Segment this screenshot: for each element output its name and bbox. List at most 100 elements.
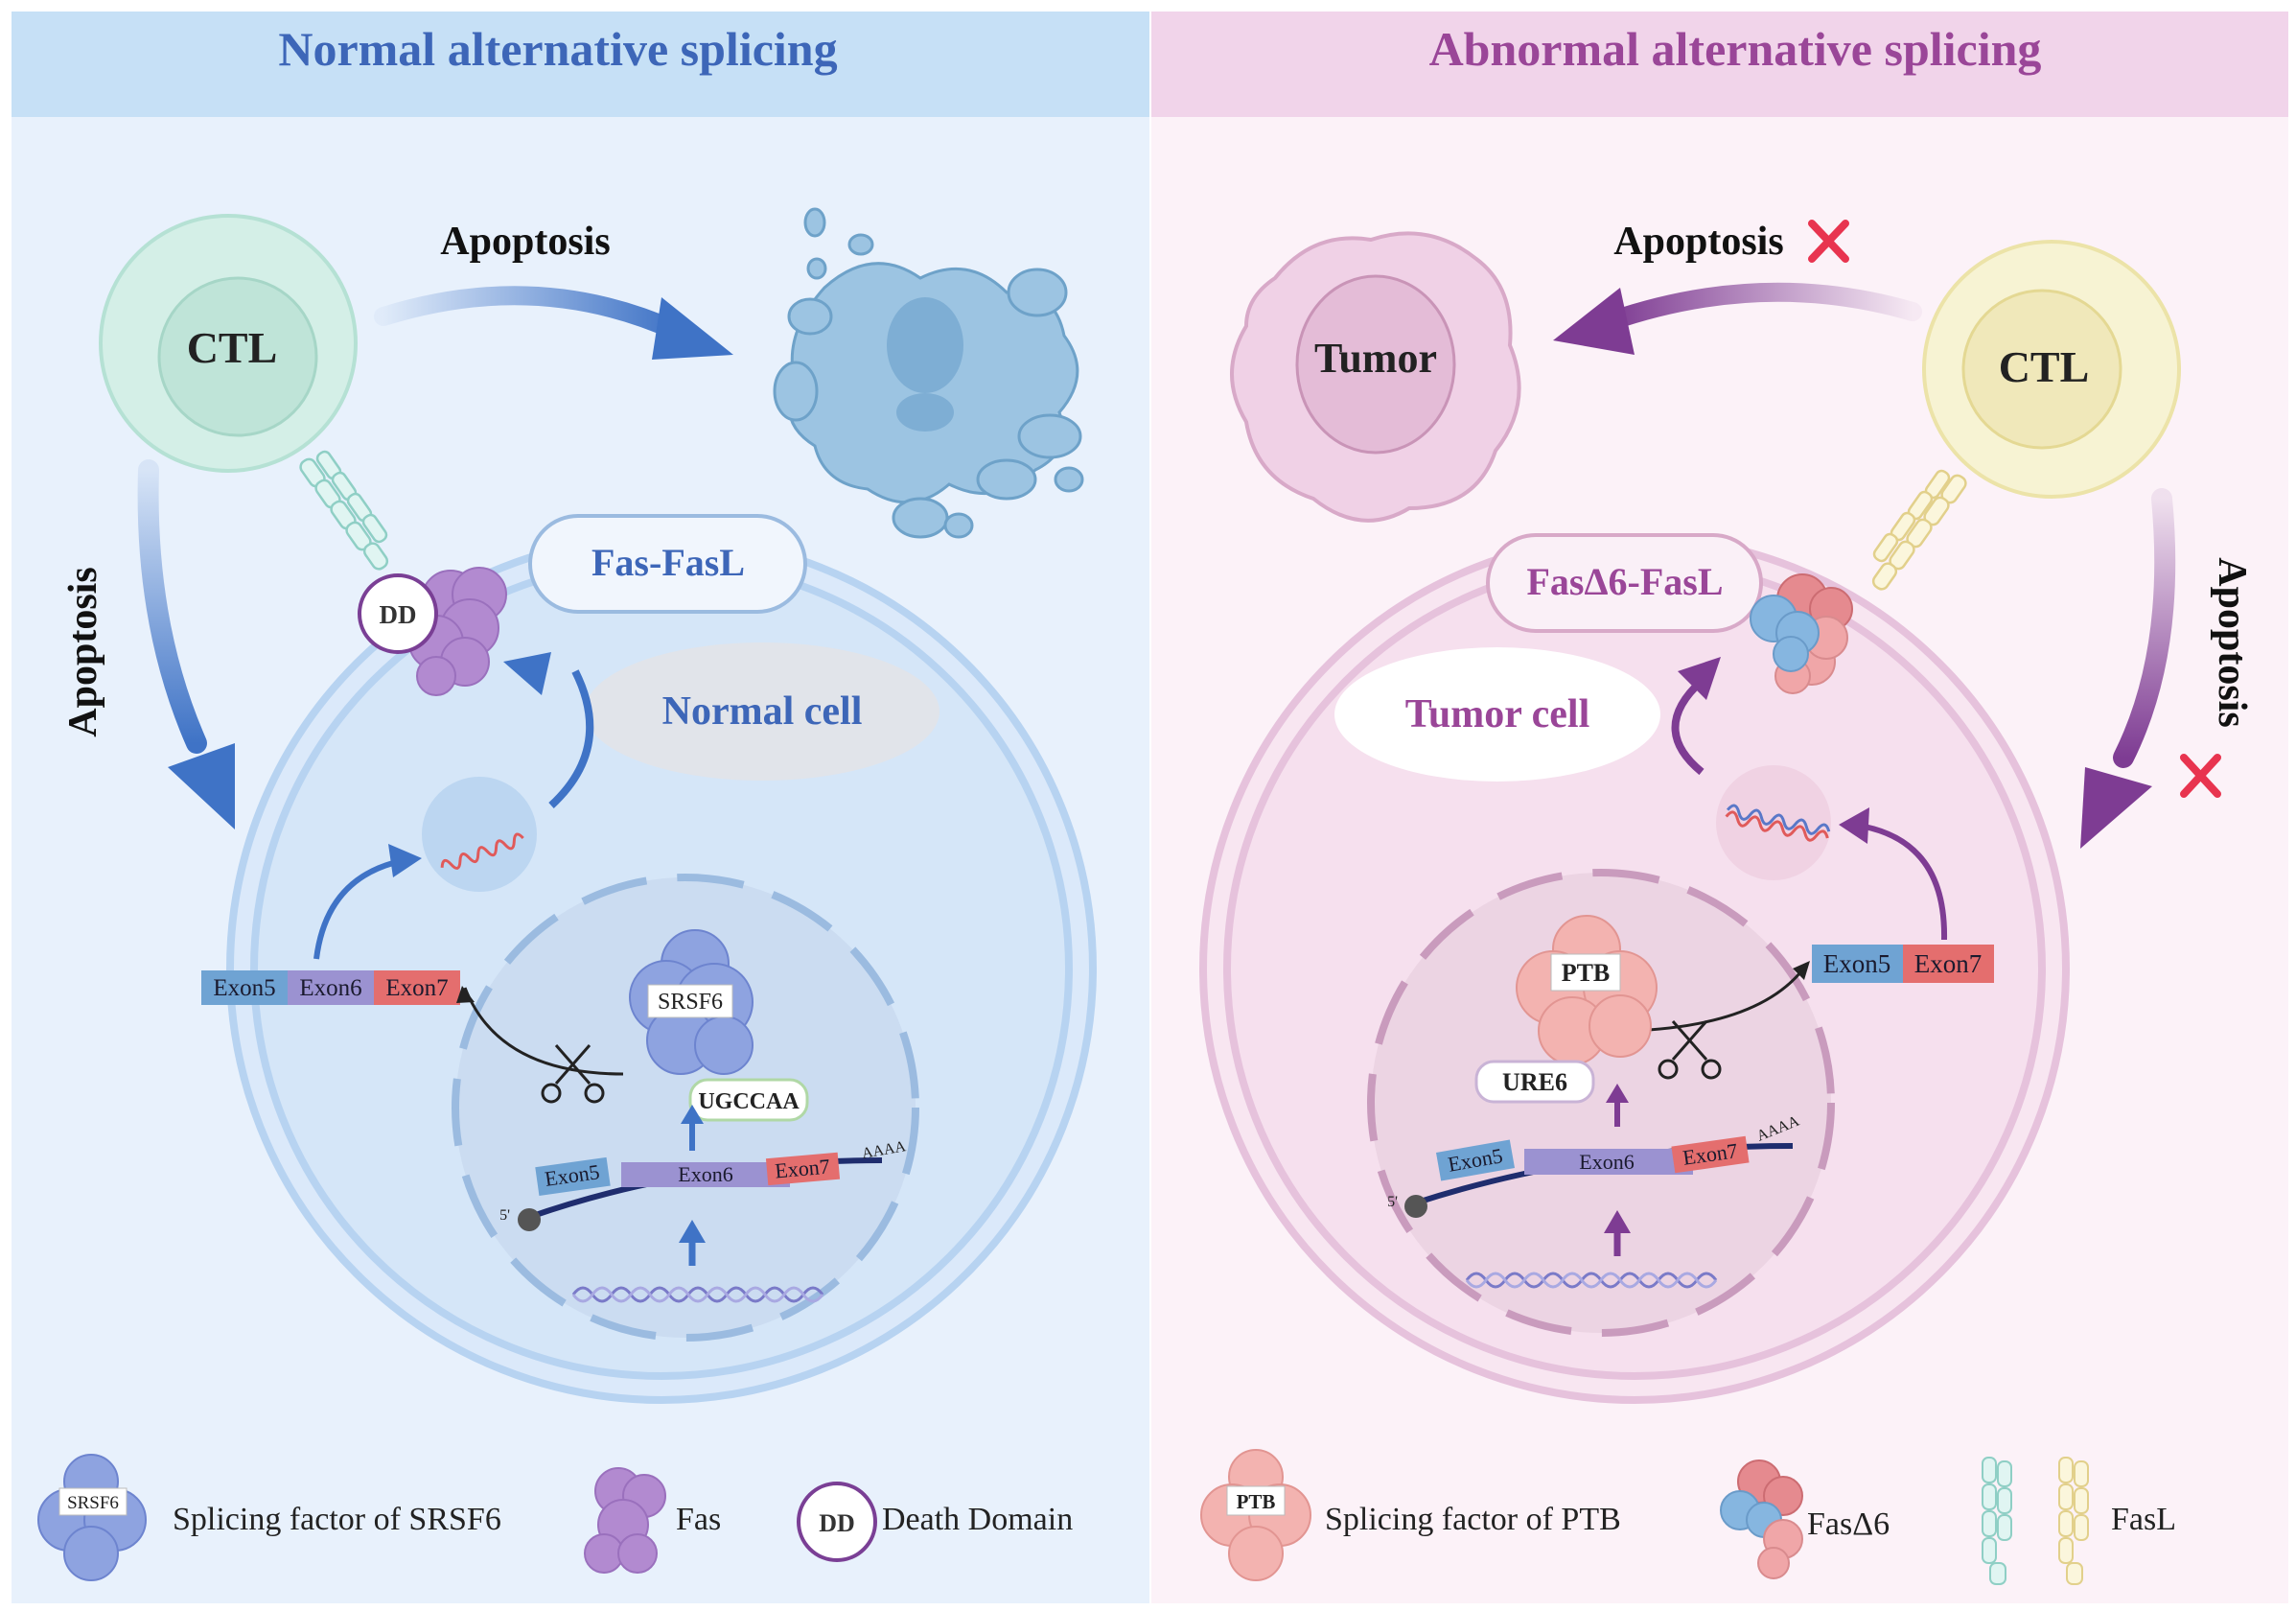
legend-fasd6-text: FasΔ6 — [1807, 1506, 1890, 1542]
tumor-label: Tumor — [1314, 335, 1437, 382]
right-fasd6-receptor — [1750, 573, 1853, 694]
left-complex-box — [528, 514, 807, 614]
left-apoptosis-side-label: Apoptosis — [61, 567, 105, 736]
right-ptb-label: PTB — [1562, 959, 1611, 987]
right-five-prime-cap — [1404, 1195, 1427, 1218]
legend-fasl-teal-icon — [1982, 1457, 2012, 1585]
right-five-prime-label: 5' — [1387, 1194, 1398, 1210]
right-apoptosis-top-arrow — [1601, 282, 1922, 331]
right-transcription-arrowhead — [1604, 1210, 1631, 1233]
right-splice-arrowhead — [1793, 961, 1810, 980]
right-ctl-label: CTL — [1999, 342, 2090, 391]
left-mrna-squiggle — [440, 832, 524, 870]
apoptotic-cell — [773, 207, 1084, 539]
left-gene-exon7: Exon7 — [774, 1155, 830, 1183]
right-mrna-squiggle-2 — [1725, 810, 1829, 842]
right-ptb-tag — [1550, 953, 1621, 992]
left-apoptosis-side-arrow — [137, 459, 207, 754]
right-motif-box — [1474, 1060, 1595, 1104]
left-mrna-exon6: Exon6 — [299, 975, 361, 1001]
legend-fasd6-icon — [1720, 1459, 1803, 1579]
right-apoptosis-side-arrowhead — [2080, 767, 2152, 849]
left-export-arrow — [313, 860, 394, 960]
left-motif-label: UGCCAA — [698, 1089, 800, 1114]
normal-cell-label-bg — [585, 642, 939, 781]
left-gene-exons: Exon5 Exon6 Exon7 — [535, 1152, 841, 1197]
left-export-arrowhead — [388, 844, 422, 877]
legend-fasl-yellow-icon — [2058, 1457, 2089, 1585]
right-export-arrowhead — [1839, 807, 1869, 844]
left-dna-helix — [571, 1286, 824, 1303]
right-apoptosis-side-arrow — [2113, 488, 2176, 768]
left-translation-arrowhead — [503, 652, 551, 695]
legend-srsf6-icon-label: SRSF6 — [67, 1493, 119, 1513]
legend-dd-icon — [797, 1482, 877, 1562]
right-mrna-squiggle — [1726, 804, 1831, 835]
left-ctl-cell: CTL — [99, 214, 358, 473]
left-panel-header — [12, 12, 1149, 117]
left-splice-arrowhead — [456, 986, 475, 1003]
legend-fas-text: Fas — [676, 1502, 721, 1537]
right-translation-arrow — [1671, 678, 1705, 776]
right-dna-helix-strand2 — [1465, 1272, 1718, 1289]
left-srsf6-label: SRSF6 — [658, 990, 723, 1015]
left-apoptosis-top-arrow — [374, 286, 685, 340]
left-ctl-label: CTL — [187, 323, 278, 372]
left-motif-box — [688, 1078, 809, 1122]
left-splice-curve — [463, 987, 624, 1076]
left-five-prime-cap — [518, 1208, 541, 1231]
right-ctl-cell: CTL — [1922, 240, 2181, 499]
normal-cell-nucleus — [452, 874, 919, 1342]
left-mrna-exon5: Exon5 — [213, 975, 275, 1001]
tumor-cell-label-bg — [1334, 647, 1660, 782]
right-panel-title: Abnormal alternative splicing — [1429, 22, 2042, 76]
right-complex-box — [1486, 533, 1763, 633]
legend-ptb-text: Splicing factor of PTB — [1325, 1502, 1621, 1537]
legend-dd-icon-label: DD — [819, 1509, 855, 1537]
left-five-prime-label: 5' — [499, 1207, 510, 1224]
legend-srsf6-tag — [58, 1487, 128, 1516]
right-gene-exon6: Exon6 — [1579, 1150, 1634, 1174]
right-dna-helix — [1465, 1272, 1718, 1289]
left-scissors-icon — [541, 1044, 605, 1104]
right-scissors-icon — [1658, 1020, 1722, 1080]
left-srsf6-tag — [647, 984, 733, 1018]
right-gene-exons: Exon5 Exon6 Exon7 — [1435, 1135, 1750, 1181]
left-transcription-arrowhead — [679, 1220, 706, 1243]
legend-ptb-tag — [1226, 1485, 1286, 1516]
right-panel-header — [1151, 12, 2288, 117]
right-fasl-ligand — [1871, 469, 1967, 591]
right-mrna-exon7: Exon7 — [1914, 949, 1983, 978]
legend-fasl-text: FasL — [2111, 1502, 2176, 1537]
left-splicing-up-arrowhead — [681, 1105, 704, 1124]
left-dna-helix-strand2 — [571, 1286, 824, 1303]
right-apoptosis-top-label: Apoptosis — [1613, 220, 1783, 264]
left-fasl-ligand — [299, 450, 389, 571]
legend-ptb-icon-label: PTB — [1237, 1490, 1276, 1513]
left-panel-title: Normal alternative splicing — [278, 22, 837, 76]
red-x-icon-top — [1808, 220, 1849, 263]
legend-srsf6-text: Splicing factor of SRSF6 — [173, 1502, 501, 1537]
left-mrna-exons: Exon5 Exon6 Exon7 — [201, 970, 460, 1005]
red-x-icon-side — [2180, 754, 2221, 798]
normal-cell-label: Normal cell — [662, 689, 863, 734]
left-gene-exon6: Exon6 — [678, 1162, 732, 1186]
right-apoptosis-top-arrowhead — [1553, 288, 1635, 355]
tumor-cell-nucleus — [1367, 869, 1835, 1337]
right-apoptosis-side-label: Apoptosis — [2210, 557, 2254, 727]
legend-dd-text: Death Domain — [882, 1502, 1073, 1537]
left-apoptosis-top-label: Apoptosis — [440, 220, 610, 264]
tumor-cell: Tumor — [1230, 231, 1521, 523]
right-splicing-up-arrowhead — [1606, 1084, 1629, 1103]
left-dd-badge — [358, 573, 438, 654]
tumor-cell-label: Tumor cell — [1405, 692, 1590, 736]
left-apoptosis-side-arrowhead — [168, 743, 235, 829]
left-translation-arrow — [548, 669, 594, 808]
left-dd-label: DD — [380, 600, 417, 629]
left-apoptosis-top-arrowhead — [652, 297, 733, 360]
right-complex-label: FasΔ6-FasL — [1526, 560, 1723, 603]
right-motif-label: URE6 — [1502, 1068, 1567, 1096]
left-mrna-exon7: Exon7 — [385, 975, 448, 1001]
left-complex-label: Fas-FasL — [591, 541, 745, 584]
